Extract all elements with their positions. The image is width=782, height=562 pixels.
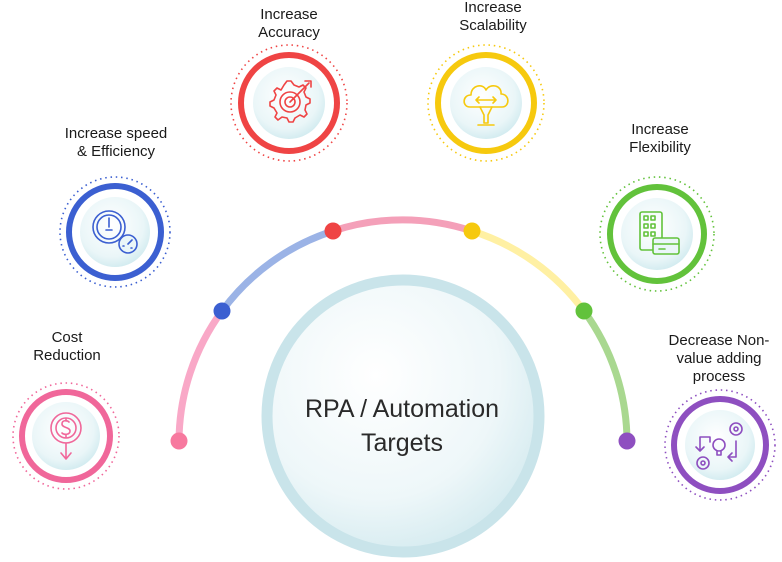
label-line: Increase — [464, 0, 522, 16]
arc-node-cost — [170, 432, 188, 450]
center-title-line2: Targets — [361, 429, 443, 457]
arc-node-scalability — [463, 222, 481, 240]
label-line: Increase — [631, 121, 689, 138]
arc-node-nonvalue — [618, 432, 636, 450]
arc-segment-3 — [329, 216, 476, 235]
target-badge-speed — [59, 176, 171, 288]
label-line: Increase speed — [64, 125, 168, 142]
label-increase-accuracy: Increase Accuracy — [229, 6, 349, 42]
label-line: Scalability — [459, 17, 527, 34]
label-increase-scalability: Increase Scalability — [433, 0, 553, 35]
label-line: Reduction — [33, 347, 101, 364]
label-decrease-non-value: Decrease Non- value adding process — [656, 332, 782, 386]
label-line: Accuracy — [258, 24, 320, 41]
arc-node-flexibility — [575, 302, 593, 320]
process-gears-icon — [695, 422, 743, 470]
label-line: Cost — [51, 329, 83, 346]
arc-segment-4 — [468, 227, 588, 315]
target-badge-accuracy — [230, 44, 348, 162]
target-badge-scalability — [427, 44, 545, 162]
label-line: Increase — [260, 6, 318, 23]
cloud-scale-icon — [463, 85, 509, 126]
label-line: Flexibility — [629, 139, 691, 156]
arc-nodes — [170, 222, 636, 450]
target-badge-cost — [12, 382, 120, 490]
dollar-down-icon — [50, 412, 82, 460]
arc — [175, 216, 631, 445]
label-cost-reduction: Cost Reduction — [12, 329, 122, 365]
center-circle — [261, 274, 545, 558]
center-title-line1: RPA / Automation — [304, 395, 500, 423]
target-gear-icon — [269, 80, 312, 123]
building-icon — [639, 211, 680, 255]
arc-node-accuracy — [324, 222, 342, 240]
arc-segment-1 — [175, 307, 226, 445]
label-increase-speed: Increase speed & Efficiency — [36, 125, 196, 161]
label-line: Decrease Non- — [668, 332, 770, 349]
label-line: value adding — [676, 350, 762, 367]
center-title: RPA / Automation Targets — [262, 392, 542, 460]
target-badge-nonvalue — [664, 389, 776, 501]
arc-node-speed — [213, 302, 231, 320]
speedometer-icon — [92, 210, 138, 254]
arc-segment-5 — [580, 307, 631, 445]
arc-segment-2 — [218, 227, 337, 315]
target-badge-flexibility — [599, 176, 715, 292]
label-line: process — [692, 368, 746, 385]
label-line: & Efficiency — [76, 143, 156, 160]
label-increase-flexibility: Increase Flexibility — [600, 121, 720, 157]
